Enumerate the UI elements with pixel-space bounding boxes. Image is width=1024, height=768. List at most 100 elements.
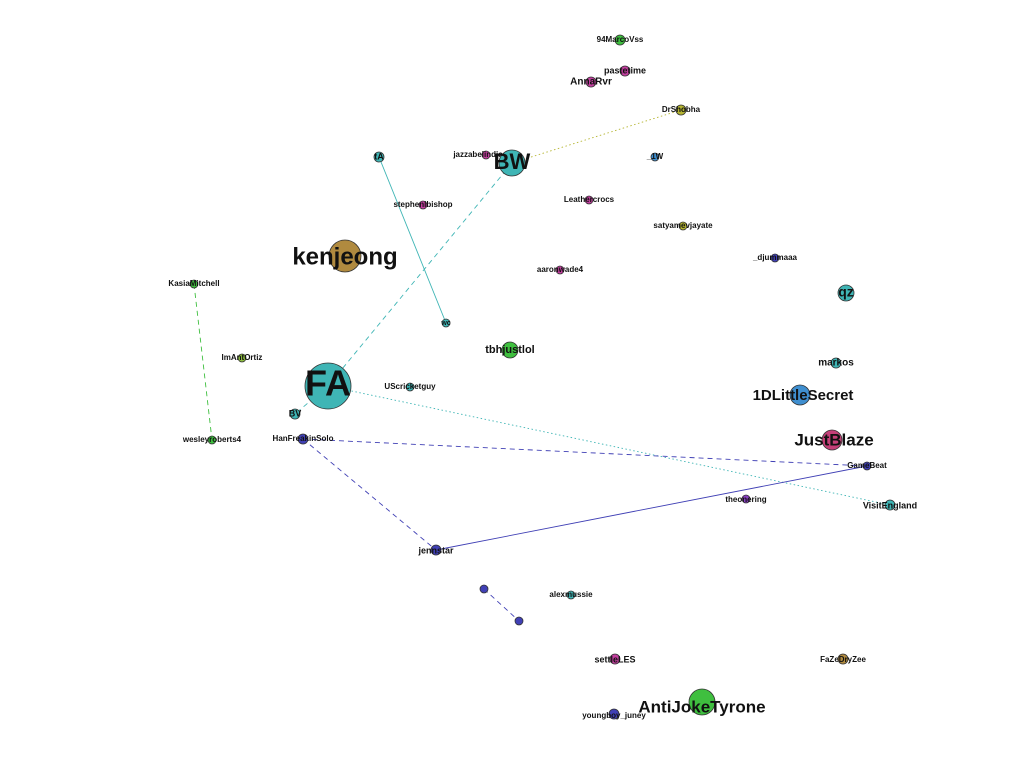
node-1DLittleSecret[interactable]: 1DLittleSecret [753, 384, 854, 406]
node-label: tA [374, 151, 384, 161]
node-kenjeong[interactable]: kenjeong [292, 239, 398, 273]
node-label: Leathercrocs [564, 195, 615, 204]
node-94MarcoVss[interactable]: 94MarcoVss [597, 34, 644, 46]
node-label: _1W [646, 152, 664, 161]
edge-jennstar-GameBeat [435, 465, 868, 551]
node-AnnaRvr[interactable]: AnnaRvr [570, 76, 612, 88]
node-circle [830, 357, 842, 369]
node-label: AntiJokeTyrone [638, 697, 765, 716]
node-BV[interactable]: BV [289, 408, 302, 420]
node-circle [650, 152, 660, 162]
node-VisitEngland[interactable]: VisitEngland [863, 499, 917, 511]
node-label: AnnaRvr [570, 77, 612, 88]
node-satyamevjayate[interactable]: satyamevjayate [653, 221, 713, 231]
node-aaronwade4[interactable]: aaronwade4 [537, 265, 584, 275]
node-label: ImAntOrtiz [222, 353, 263, 362]
node-label: KasiaMitchell [168, 279, 219, 288]
node-circle [566, 590, 576, 600]
node-_djummaaa[interactable]: _djummaaa [752, 253, 798, 263]
node-HanFreakinSolo[interactable]: HanFreakinSolo [273, 433, 334, 445]
node-wc[interactable]: wc [440, 318, 451, 328]
node-label: stephenlbishop [393, 200, 452, 209]
edge-BW-DrShobha [511, 109, 682, 164]
node-n1[interactable] [479, 584, 489, 594]
node-circle [405, 382, 415, 392]
node-circle [678, 221, 688, 231]
node-label: aaronwade4 [537, 265, 584, 274]
node-markos[interactable]: markos [818, 357, 854, 369]
node-label: VisitEngland [863, 500, 917, 510]
edge-n1-n2 [483, 588, 520, 622]
node-JustBlaze[interactable]: JustBlaze [794, 429, 874, 451]
node-label: jennstar [417, 545, 454, 555]
node-label: satyamevjayate [653, 221, 713, 230]
node-circle [328, 239, 362, 273]
node-jennstar[interactable]: jennstar [417, 544, 454, 556]
node-AntiJokeTyrone[interactable]: AntiJokeTyrone [638, 688, 766, 716]
node-label: tbhjustlol [485, 344, 535, 356]
node-circle [688, 688, 716, 716]
node-circle [373, 151, 385, 163]
node-circle [189, 279, 199, 289]
edge-HanFreakinSolo-jennstar [302, 438, 437, 551]
node-circle [555, 265, 565, 275]
node-circle [884, 499, 896, 511]
node-FaZeDryZee[interactable]: FaZeDryZee [820, 653, 866, 665]
node-circle [237, 353, 247, 363]
node-circle [821, 429, 843, 451]
node-label: BV [289, 408, 302, 418]
node-youngboy_juney[interactable]: youngboy_juney [582, 708, 646, 720]
node-qz[interactable]: qz [837, 284, 855, 302]
node-circle [418, 200, 428, 210]
node-ImAntOrtiz[interactable]: ImAntOrtiz [222, 353, 263, 363]
edge-BW-FA [327, 162, 513, 387]
node-label: jazzabelindia [452, 150, 503, 159]
node-KasiaMitchell[interactable]: KasiaMitchell [168, 279, 220, 289]
node-pastetime[interactable]: pastetime [604, 65, 646, 77]
node-alexmussie[interactable]: alexmussie [549, 590, 593, 600]
node-label: wesleyroberts4 [182, 435, 242, 444]
node-_1W[interactable]: _1W [646, 152, 664, 162]
node-FA[interactable]: FA [304, 363, 352, 410]
node-theonering[interactable]: theonering [725, 494, 767, 504]
node-label: JustBlaze [794, 430, 873, 449]
node-label: UScricketguy [384, 382, 436, 391]
node-GameBeat[interactable]: GameBeat [847, 461, 887, 471]
node-circle [430, 544, 442, 556]
node-BW[interactable]: BW [494, 149, 531, 177]
node-wesleyroberts4[interactable]: wesleyroberts4 [182, 435, 242, 445]
node-label: theonering [725, 495, 766, 504]
node-circle [498, 149, 526, 177]
node-label: 94MarcoVss [597, 35, 644, 44]
node-label: HanFreakinSolo [273, 434, 334, 443]
node-DrShobha[interactable]: DrShobha [662, 104, 701, 116]
node-Leathercrocs[interactable]: Leathercrocs [564, 195, 615, 205]
node-label: kenjeong [292, 243, 397, 270]
node-n2[interactable] [514, 616, 524, 626]
node-tA[interactable]: tA [373, 151, 385, 163]
node-label: wc [440, 320, 450, 327]
node-circle [479, 584, 489, 594]
node-circle [770, 253, 780, 263]
node-jazzabelindia[interactable]: jazzabelindia [452, 150, 503, 160]
node-label: FaZeDryZee [820, 655, 866, 664]
node-tbhjustlol[interactable]: tbhjustlol [485, 341, 535, 359]
node-circle [837, 284, 855, 302]
node-circle [441, 318, 451, 328]
node-label: qz [838, 284, 854, 300]
node-settleLES[interactable]: settleLES [594, 653, 636, 665]
node-circle [501, 341, 519, 359]
node-label: 1DLittleSecret [753, 387, 854, 404]
edge-tA-wc [378, 156, 447, 324]
node-circle [614, 34, 626, 46]
node-UScricketguy[interactable]: UScricketguy [384, 382, 436, 392]
node-circle [608, 708, 620, 720]
node-label: _djummaaa [752, 253, 798, 262]
node-label: youngboy_juney [582, 711, 646, 720]
node-circle [619, 65, 631, 77]
node-circle [585, 76, 597, 88]
node-stephenlbishop[interactable]: stephenlbishop [393, 200, 453, 210]
node-label: markos [818, 358, 854, 369]
